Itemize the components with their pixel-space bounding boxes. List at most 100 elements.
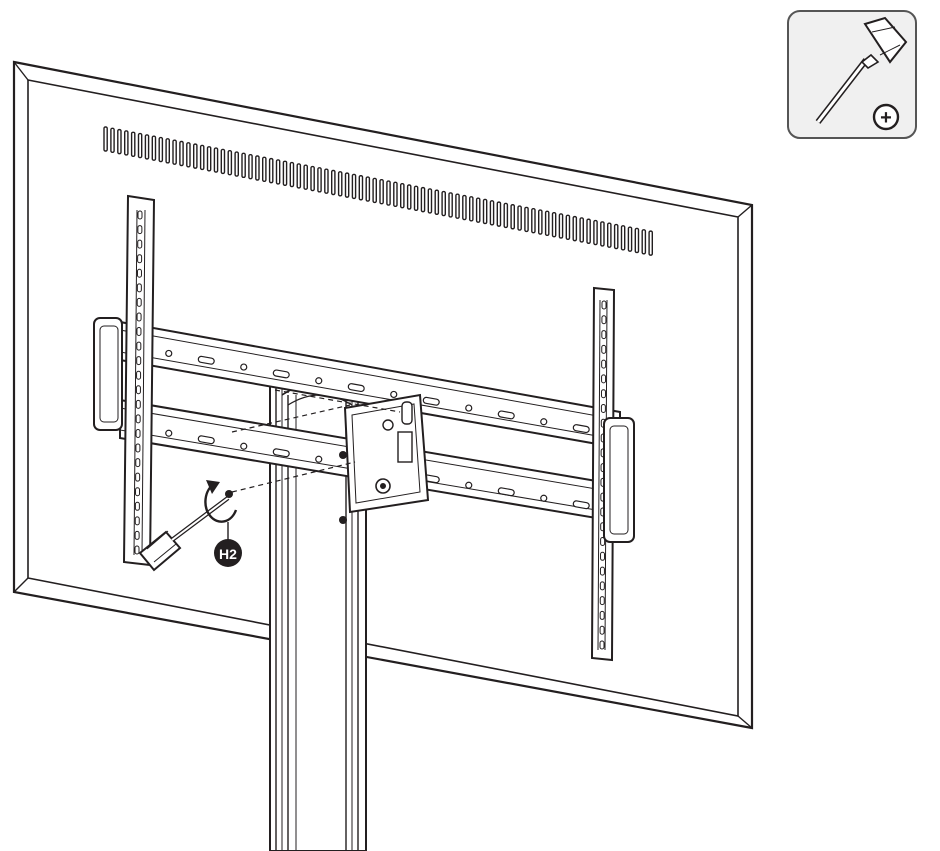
rail-slot [272,448,290,458]
rail-slot [197,355,215,365]
vent-slot [613,223,619,250]
vent-slot [593,219,598,246]
bracket-slot [137,239,143,249]
rail-hole [165,349,173,358]
bracket-slot [134,516,140,526]
vent-slot [393,181,398,208]
bracket-slot [135,385,141,395]
vent-slot [268,157,274,184]
bracket-slot [599,640,605,650]
left-vertical-bracket [93,194,156,567]
bracket-slot [134,545,140,555]
bracket-slot [136,356,142,366]
vent-slot [400,182,405,209]
vent-slot [524,206,529,233]
bracket-slot [600,389,606,399]
vent-slot [289,161,295,188]
vent-slot [579,217,584,243]
vent-slot [413,185,419,212]
vent-slot [255,155,260,181]
vent-slot [199,144,205,171]
bracket-slot [599,610,605,620]
bracket-slot [599,566,605,576]
vent-slot [510,204,516,230]
vent-slot [158,136,164,163]
vent-slot [372,177,378,204]
bracket-slot [136,341,142,351]
vent-slot [358,175,364,201]
bracket-slot [136,327,142,337]
vent-slot [234,151,240,177]
vent-slot [351,173,357,200]
vent-slot [427,188,433,214]
bracket-slot [137,225,143,235]
rail-hole [540,494,548,502]
vent-slot [586,218,591,244]
vent-slot [551,211,557,238]
pole-mount-plate [339,393,430,524]
bracket-slot [135,472,141,482]
screwdriver-icon [138,496,230,572]
vent-slot [344,172,350,198]
vent-slot [627,226,633,252]
vent-slot [317,167,322,193]
rail-slot [497,487,515,497]
vent-slot [503,202,509,229]
bracket-slot [601,330,607,340]
bracket-slot [135,428,141,438]
vent-slot [565,214,571,240]
bracket-slot [134,501,140,511]
rail-slot [197,435,215,445]
vent-slot [469,196,474,222]
vent-slot [331,169,336,196]
vent-slot [641,229,647,255]
vent-slot [379,179,384,205]
vent-slot [462,194,467,221]
vent-slot [538,209,543,235]
ventilation-slots [103,126,653,256]
bracket-slot [136,283,142,293]
bracket-slot [135,443,141,453]
vent-slot [572,215,578,242]
vent-slot [448,192,453,218]
bracket-slot [600,537,606,547]
phillips-screwdriver-icon [815,16,908,124]
bracket-slot [136,268,142,278]
vent-slot [172,139,177,165]
vent-slot [192,143,198,169]
bracket-slot [601,374,607,384]
vent-slot [137,132,143,159]
vent-slot [213,147,219,173]
bracket-slot [135,458,141,468]
bracket-slot [600,551,606,561]
vent-slot [144,134,150,160]
vent-slot [220,148,226,175]
rail-slot [347,383,365,393]
bracket-slot [135,414,141,424]
vent-slot [303,164,309,190]
vent-slot [600,221,605,247]
vent-slot [110,127,115,154]
bracket-slot [136,297,142,307]
vent-slot [420,186,426,213]
rail-slot [572,500,590,510]
rail-slot [272,369,290,379]
vent-slot [117,128,122,155]
vent-slot [620,225,626,251]
rail-hole [165,429,173,437]
vent-slot [282,160,288,186]
part-label-h2: H2 [219,546,237,562]
vent-slot [275,159,281,185]
bracket-slot [601,344,607,354]
bracket-slot [136,312,142,322]
rail-hole [540,418,548,426]
rotate-clockwise-icon [204,480,238,523]
rail-hole [315,455,323,463]
rail-hole [390,390,398,399]
vent-slot [123,130,129,156]
rail-hole [315,377,323,385]
vent-slot [241,152,246,179]
vent-slot [386,180,391,206]
rail-slot [422,396,440,406]
bracket-slot [599,581,605,591]
